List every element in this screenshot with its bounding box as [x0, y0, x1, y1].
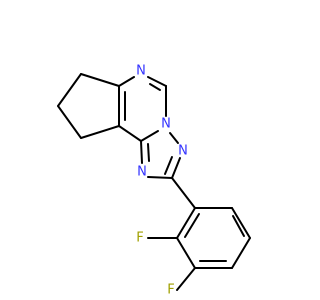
- atom-label-f-ortho: F: [136, 231, 143, 246]
- atom-label-f-meta: F: [167, 283, 174, 298]
- bond-c2-nupper-inner: [164, 156, 173, 175]
- bond-c5-c4a: [80, 125, 120, 139]
- bond-ph2-ph1: [176, 207, 196, 239]
- atom-label-n-bridgehead: N: [161, 117, 171, 132]
- bond-c6-c5: [57, 105, 82, 139]
- bond-nlower-c2: [147, 176, 173, 179]
- bond-ph6-ph5: [231, 207, 251, 239]
- bond-ph3-f: [176, 267, 196, 291]
- bond-ph6-ph5-inner: [232, 215, 245, 237]
- bond-nbridge-c: [140, 130, 159, 142]
- bond-c2-nupper: [171, 157, 181, 179]
- bond-ph5-ph4: [231, 237, 251, 269]
- bond-n-ch: [147, 76, 167, 87]
- atom-label-n-pyrimidine: N: [136, 64, 146, 79]
- bond-c2-phenyl: [171, 177, 196, 209]
- bond-n-ch-inner: [149, 83, 161, 91]
- bond-ph2-ph1-inner: [184, 213, 200, 238]
- bond-c-nlower: [140, 140, 143, 164]
- bond-c7a-c7: [80, 73, 120, 87]
- bond-ph3-ph2: [176, 237, 196, 269]
- bonds: [57, 73, 251, 291]
- bond-c-nlower-inner: [147, 143, 150, 162]
- bond-c7-c6: [57, 73, 82, 107]
- atom-label-n-triazole-upper: N: [178, 144, 188, 159]
- atom-label-n-triazole-lower: N: [137, 165, 147, 180]
- atom-labels: N N N N F F: [136, 64, 188, 298]
- bond-c-c4a: [118, 125, 142, 142]
- bond-c7a-n: [118, 76, 135, 87]
- molecule-structure-diagram: N N N N F F: [57, 63, 251, 298]
- bond-nupper-nbridge: [169, 132, 179, 144]
